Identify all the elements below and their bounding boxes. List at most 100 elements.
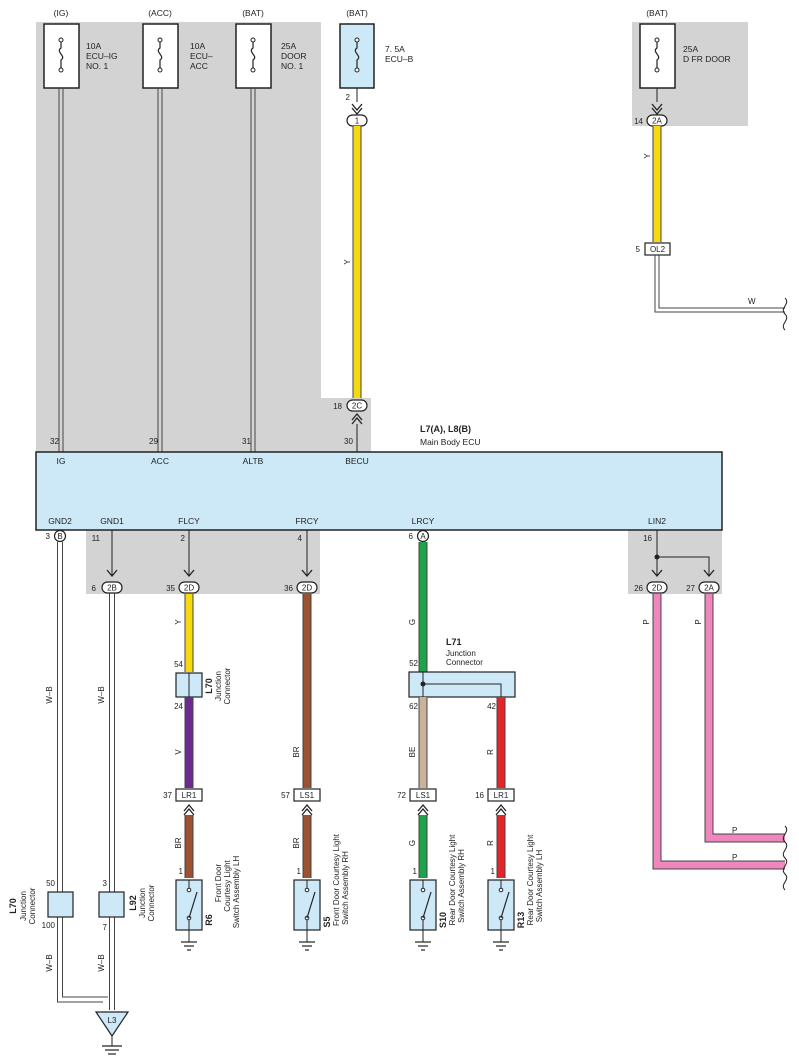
svg-text:ACC: ACC bbox=[190, 61, 208, 71]
svg-text:P: P bbox=[732, 853, 737, 862]
svg-text:BE: BE bbox=[408, 747, 417, 758]
svg-text:LS1: LS1 bbox=[300, 791, 315, 800]
svg-text:Junction: Junction bbox=[19, 891, 28, 921]
svg-text:L71: L71 bbox=[446, 637, 462, 647]
svg-text:2: 2 bbox=[346, 93, 351, 102]
svg-text:L7(A), L8(B): L7(A), L8(B) bbox=[420, 424, 471, 434]
svg-text:35: 35 bbox=[166, 584, 175, 593]
svg-text:3: 3 bbox=[46, 532, 51, 541]
svg-text:W–B: W–B bbox=[45, 686, 54, 703]
svg-text:Connector: Connector bbox=[446, 658, 483, 667]
fuse-d-fr-door: (BAT) 25A D FR DOOR bbox=[639, 8, 731, 89]
svg-text:(BAT): (BAT) bbox=[242, 8, 264, 18]
d-fr-door-wire: 2A 14 Y OL2 5 W bbox=[634, 88, 788, 331]
svg-text:29: 29 bbox=[149, 437, 158, 446]
svg-text:10A: 10A bbox=[86, 41, 101, 51]
switch-s5: 1 S5 Front Door Courtesy Light Switch As… bbox=[293, 833, 350, 951]
svg-text:L70: L70 bbox=[204, 678, 214, 694]
svg-text:LIN2: LIN2 bbox=[648, 516, 666, 526]
switch-s10: 1 S10 Rear Door Courtesy Light Switch As… bbox=[409, 834, 466, 951]
svg-text:5: 5 bbox=[636, 245, 641, 254]
svg-text:V: V bbox=[174, 749, 183, 755]
svg-text:LS1: LS1 bbox=[416, 791, 431, 800]
lrcy-wire: A 6 G 52 62 42 L71 Junction Connector BE… bbox=[397, 529, 516, 878]
svg-text:Rear Door Courtesy Light: Rear Door Courtesy Light bbox=[526, 834, 535, 925]
fuse-door-no1: (BAT) 25A DOOR NO. 1 bbox=[235, 8, 307, 89]
svg-text:R6: R6 bbox=[204, 914, 214, 926]
fuse-feed-wires bbox=[58, 88, 256, 452]
svg-text:1: 1 bbox=[491, 867, 496, 876]
svg-text:Junction: Junction bbox=[214, 671, 223, 701]
svg-text:11: 11 bbox=[92, 534, 101, 543]
svg-text:W–B: W–B bbox=[97, 686, 106, 703]
svg-text:Junction: Junction bbox=[138, 888, 147, 918]
svg-text:P: P bbox=[732, 826, 737, 835]
switch-r6: 1 R6 Front Door Courtesy Light Switch As… bbox=[175, 856, 241, 951]
svg-text:BECU: BECU bbox=[345, 456, 369, 466]
svg-text:2: 2 bbox=[181, 534, 186, 543]
svg-text:A: A bbox=[420, 532, 426, 541]
svg-text:2A: 2A bbox=[652, 117, 662, 126]
svg-text:Main Body ECU: Main Body ECU bbox=[420, 437, 480, 447]
svg-text:R13: R13 bbox=[516, 912, 526, 929]
svg-text:Junction: Junction bbox=[446, 649, 476, 658]
gnd1-wire: 11 2B 6 W–B 3 7 L92 Junction Connector W… bbox=[92, 530, 156, 1010]
svg-text:W–B: W–B bbox=[45, 954, 54, 971]
svg-text:42: 42 bbox=[487, 702, 496, 711]
svg-text:25A: 25A bbox=[683, 44, 698, 54]
svg-text:30: 30 bbox=[344, 437, 353, 446]
svg-text:R: R bbox=[486, 840, 495, 846]
svg-text:G: G bbox=[408, 619, 417, 625]
svg-text:2A: 2A bbox=[704, 584, 714, 593]
svg-text:S5: S5 bbox=[322, 916, 332, 927]
svg-text:2C: 2C bbox=[352, 402, 362, 411]
svg-text:W: W bbox=[748, 297, 756, 306]
svg-text:(BAT): (BAT) bbox=[646, 8, 668, 18]
svg-text:100: 100 bbox=[42, 921, 56, 930]
svg-text:1: 1 bbox=[179, 867, 184, 876]
svg-text:LRCY: LRCY bbox=[412, 516, 435, 526]
svg-text:57: 57 bbox=[281, 791, 290, 800]
svg-text:7. 5A: 7. 5A bbox=[385, 44, 405, 54]
svg-text:GND1: GND1 bbox=[100, 516, 124, 526]
svg-text:18: 18 bbox=[333, 402, 342, 411]
svg-text:62: 62 bbox=[409, 702, 418, 711]
svg-text:Front Door: Front Door bbox=[214, 864, 223, 903]
svg-text:2D: 2D bbox=[184, 584, 194, 593]
svg-text:14: 14 bbox=[634, 117, 643, 126]
ground-l3: L3 bbox=[94, 1011, 130, 1055]
svg-text:ACC: ACC bbox=[151, 456, 169, 466]
svg-text:Switch Assembly LH: Switch Assembly LH bbox=[535, 850, 544, 923]
svg-text:ECU–B: ECU–B bbox=[385, 54, 414, 64]
svg-text:2D: 2D bbox=[652, 584, 662, 593]
svg-text:(IG): (IG) bbox=[54, 8, 69, 18]
svg-text:3: 3 bbox=[103, 879, 108, 888]
svg-text:72: 72 bbox=[397, 791, 406, 800]
svg-text:OL2: OL2 bbox=[650, 245, 666, 254]
svg-text:36: 36 bbox=[284, 584, 293, 593]
lin2-wire: 16 2D 26 2A 27 P P P P bbox=[634, 530, 788, 891]
svg-text:(ACC): (ACC) bbox=[148, 8, 172, 18]
svg-text:FRCY: FRCY bbox=[295, 516, 318, 526]
svg-text:ALTB: ALTB bbox=[243, 456, 264, 466]
frcy-wire: 4 2D 36 BR LS1 57 BR bbox=[281, 530, 321, 878]
svg-text:52: 52 bbox=[409, 659, 418, 668]
svg-text:Courtesy Light: Courtesy Light bbox=[223, 859, 232, 911]
svg-text:2B: 2B bbox=[107, 584, 117, 593]
svg-text:10A: 10A bbox=[190, 41, 205, 51]
svg-text:25A: 25A bbox=[281, 41, 296, 51]
svg-text:NO. 1: NO. 1 bbox=[86, 61, 108, 71]
svg-text:G: G bbox=[408, 840, 417, 846]
svg-text:D FR DOOR: D FR DOOR bbox=[683, 54, 731, 64]
svg-text:32: 32 bbox=[50, 437, 59, 446]
fuse-ecu-acc: (ACC) 10A ECU– ACC bbox=[142, 8, 213, 89]
svg-text:L70: L70 bbox=[8, 898, 18, 914]
svg-text:31: 31 bbox=[242, 437, 251, 446]
svg-text:7: 7 bbox=[103, 923, 108, 932]
svg-text:L92: L92 bbox=[128, 895, 138, 911]
svg-text:1: 1 bbox=[413, 867, 418, 876]
svg-text:Connector: Connector bbox=[223, 667, 232, 704]
svg-text:16: 16 bbox=[475, 791, 484, 800]
svg-text:B: B bbox=[57, 532, 62, 541]
